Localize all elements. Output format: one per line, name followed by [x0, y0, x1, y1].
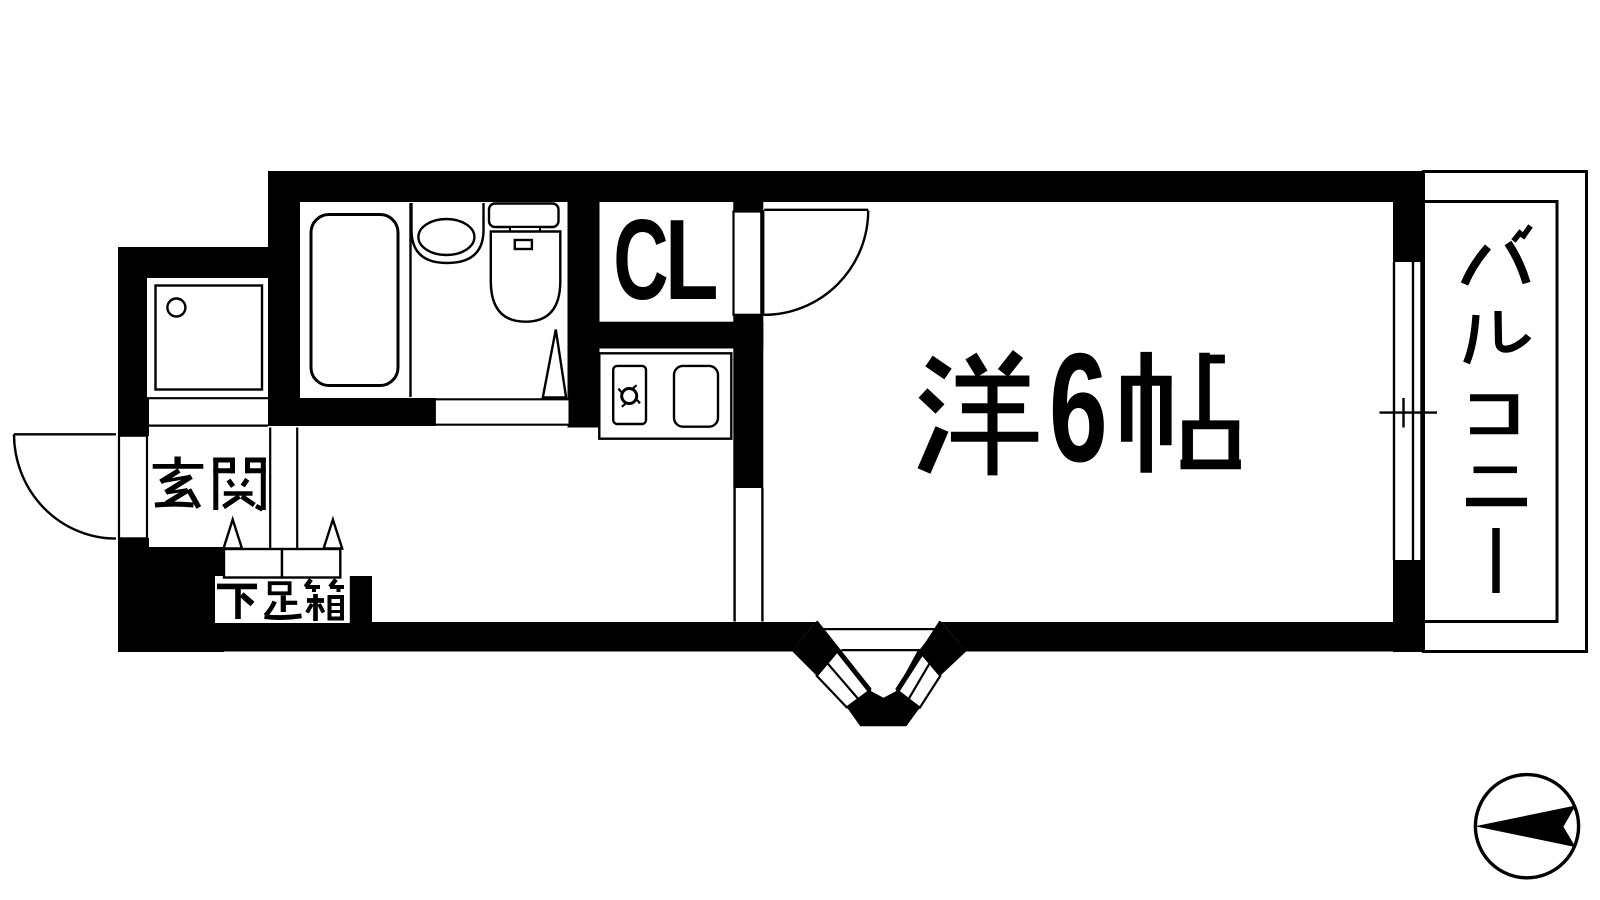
svg-text:6: 6 [1049, 322, 1108, 495]
svg-text:L: L [665, 195, 719, 324]
svg-text:C: C [613, 195, 668, 323]
